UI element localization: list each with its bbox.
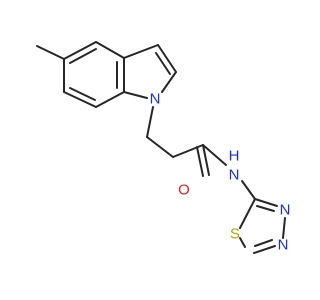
bond-benzene-2	[95, 41, 125, 59]
bond-benzene-5	[63, 91, 97, 108]
bond-amide-n-c	[241, 180, 256, 200]
bond-thiadiazole-3-inner	[254, 239, 273, 247]
bond-thiadiazole-2	[282, 217, 286, 239]
bond-benzene-5-inner	[69, 87, 96, 101]
bond-benzene-1	[63, 41, 97, 60]
bond-benzene-1-inner	[69, 48, 97, 64]
molecule-structure-diagram: N O H N S N N	[36, 41, 291, 254]
bond-methyl	[36, 45, 65, 60]
bond-pyrrole-3	[161, 71, 177, 93]
bond-carbonyl-2	[196, 146, 204, 177]
bond-chain-1	[146, 106, 154, 138]
bond-pyrrole-4	[123, 91, 148, 99]
atom-thiadiazole-nitrogen-4: N	[278, 237, 289, 254]
atom-indole-nitrogen: N	[150, 91, 161, 108]
bond-pyrrole-1	[123, 44, 159, 59]
bond-thiadiazole-4	[239, 237, 246, 248]
bond-thiadiazole-3	[253, 245, 276, 254]
bond-thiadiazole-5	[239, 198, 256, 229]
bond-pyrrole-2-inner	[155, 52, 171, 75]
bond-chain-2	[146, 136, 174, 158]
bond-thiadiazole-1	[254, 198, 278, 207]
bond-pyrrole-2	[157, 44, 177, 73]
bond-benzene-4	[95, 91, 125, 108]
bond-carbonyl-1	[202, 144, 210, 176]
molecule-svg: N O H N S N N	[36, 41, 291, 254]
bond-amide-cn	[202, 144, 227, 166]
atom-amide-hydrogen: H	[229, 148, 240, 165]
atom-thiadiazole-sulfur: S	[230, 226, 240, 243]
bond-thiadiazole-1-inner	[256, 205, 275, 212]
atom-amide-oxygen: O	[178, 182, 190, 199]
atom-thiadiazole-nitrogen-3: N	[280, 202, 291, 219]
atom-amide-nitrogen: N	[229, 167, 240, 184]
